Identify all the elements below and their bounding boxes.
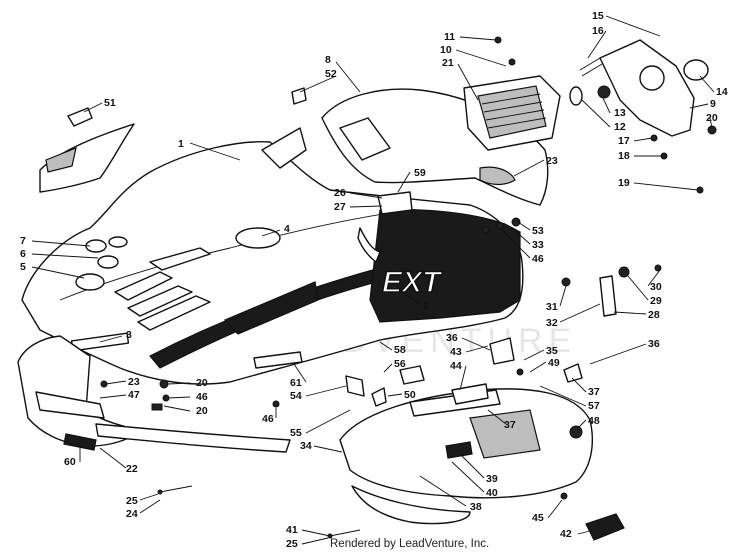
hardware-fasteners bbox=[100, 36, 717, 541]
callout-29: 29 bbox=[650, 295, 662, 307]
bulb-socket bbox=[569, 57, 611, 106]
callout-46c: 46 bbox=[262, 413, 274, 425]
callout-33: 33 bbox=[532, 239, 544, 251]
bumper-part-22 bbox=[17, 335, 291, 453]
callout-40: 40 bbox=[486, 487, 498, 499]
callout-20a: 20 bbox=[706, 112, 718, 124]
callout-48: 48 bbox=[588, 415, 600, 427]
callout-58: 58 bbox=[394, 344, 406, 356]
callout-7: 7 bbox=[20, 235, 26, 247]
callout-5: 5 bbox=[20, 261, 26, 273]
callout-4: 4 bbox=[284, 223, 290, 235]
callout-49: 49 bbox=[548, 357, 560, 369]
part-52-clip bbox=[291, 87, 307, 105]
callout-22: 22 bbox=[126, 463, 138, 475]
callout-1: 1 bbox=[178, 138, 184, 150]
callout-34: 34 bbox=[300, 440, 312, 452]
callout-36a: 36 bbox=[446, 332, 458, 344]
callout-23a: 23 bbox=[546, 155, 558, 167]
callout-38: 38 bbox=[470, 501, 482, 513]
callout-51: 51 bbox=[104, 97, 116, 109]
callout-46a: 46 bbox=[532, 253, 544, 265]
callout-23b: 23 bbox=[128, 376, 140, 388]
callout-24: 24 bbox=[126, 508, 138, 520]
callout-25a: 25 bbox=[126, 495, 138, 507]
callout-44: 44 bbox=[450, 360, 462, 372]
callout-20c: 20 bbox=[196, 405, 208, 417]
callout-56: 56 bbox=[394, 358, 406, 370]
side-panel-part-2: EXT bbox=[357, 208, 521, 323]
lower-shroud-part-34 bbox=[339, 388, 593, 525]
callout-32: 32 bbox=[546, 317, 558, 329]
callout-61: 61 bbox=[290, 377, 302, 389]
callout-17: 17 bbox=[618, 135, 630, 147]
callout-54: 54 bbox=[290, 390, 302, 402]
callout-14: 14 bbox=[716, 86, 728, 98]
callout-50: 50 bbox=[404, 389, 416, 401]
headlight-bracket-part-9 bbox=[599, 39, 709, 137]
callout-2: 2 bbox=[423, 300, 429, 312]
callout-57: 57 bbox=[588, 400, 600, 412]
callout-37a: 37 bbox=[588, 386, 600, 398]
callout-37b: 37 bbox=[504, 419, 516, 431]
callout-55: 55 bbox=[290, 427, 302, 439]
callout-27: 27 bbox=[334, 201, 346, 213]
callout-20b: 20 bbox=[196, 377, 208, 389]
callout-25b: 25 bbox=[286, 538, 298, 550]
callout-26: 26 bbox=[334, 187, 346, 199]
callout-41: 41 bbox=[286, 524, 298, 536]
callout-39: 39 bbox=[486, 473, 498, 485]
callout-46b: 46 bbox=[196, 391, 208, 403]
callout-18: 18 bbox=[618, 150, 630, 162]
callout-53: 53 bbox=[532, 225, 544, 237]
callout-19: 19 bbox=[618, 177, 630, 189]
callout-10: 10 bbox=[440, 44, 452, 56]
callout-8: 8 bbox=[325, 54, 331, 66]
callout-6: 6 bbox=[20, 248, 26, 260]
callout-21: 21 bbox=[442, 57, 454, 69]
callout-3: 3 bbox=[126, 329, 132, 341]
callout-30: 30 bbox=[650, 281, 662, 293]
ext-badge: EXT bbox=[382, 266, 443, 299]
callout-28: 28 bbox=[648, 309, 660, 321]
callout-60: 60 bbox=[64, 456, 76, 468]
credit-text: Rendered by LeadVenture, Inc. bbox=[330, 538, 489, 550]
callout-labels: 1 2 3 4 5 6 7 8 9 10 11 12 13 14 15 16 1… bbox=[20, 10, 728, 550]
callout-47: 47 bbox=[128, 389, 140, 401]
callout-11: 11 bbox=[444, 31, 455, 43]
callout-9: 9 bbox=[710, 98, 716, 110]
callout-13: 13 bbox=[614, 107, 626, 119]
left-side-panel bbox=[39, 123, 135, 193]
part-51-clip bbox=[67, 107, 93, 127]
headlight-housing bbox=[463, 75, 561, 151]
callout-43: 43 bbox=[450, 346, 462, 358]
callout-45: 45 bbox=[532, 512, 544, 524]
callout-59: 59 bbox=[414, 167, 426, 179]
callout-35: 35 bbox=[546, 345, 558, 357]
callout-16: 16 bbox=[592, 25, 604, 37]
callout-52: 52 bbox=[325, 68, 337, 80]
callout-12: 12 bbox=[614, 121, 626, 133]
callout-42: 42 bbox=[560, 528, 572, 540]
callout-31: 31 bbox=[546, 301, 558, 313]
callout-36b: 36 bbox=[648, 338, 660, 350]
callout-15: 15 bbox=[592, 10, 604, 22]
